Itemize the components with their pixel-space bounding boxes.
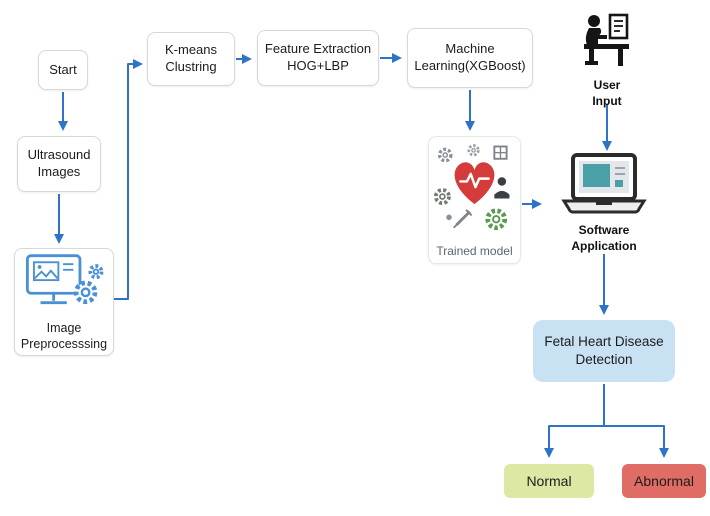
- person-icon: [494, 176, 510, 199]
- abnormal-node: Abnormal: [622, 464, 706, 498]
- trained-model-label: Trained model: [436, 243, 513, 258]
- syringe-icon: [453, 208, 473, 229]
- detection-label: Fetal Heart Disease Detection: [544, 334, 664, 367]
- monitor-gear-icon: [23, 251, 105, 318]
- edge-preproc-kmeans: [114, 59, 143, 300]
- gear-icon: [73, 280, 98, 305]
- start-node: Start: [38, 50, 88, 90]
- feature-extraction-label: Feature Extraction HOG+LBP: [264, 41, 372, 73]
- normal-node: Normal: [504, 464, 594, 498]
- normal-label: Normal: [526, 472, 572, 489]
- star-gear-icon: [446, 214, 452, 220]
- start-label: Start: [49, 61, 77, 77]
- edge-detection-abnormal: [604, 425, 669, 458]
- gear-icon: [485, 208, 508, 230]
- heart-pulse-gears-icon: [432, 141, 517, 242]
- edge-detection-normal: [544, 384, 605, 458]
- abnormal-label: Abnormal: [634, 472, 694, 489]
- software-application-label: Software Application: [571, 223, 637, 253]
- user-input-node: User Input: [576, 14, 638, 108]
- grid-icon: [493, 145, 508, 160]
- ultrasound-images-node: Ultrasound Images: [17, 136, 101, 192]
- detection-node: Fetal Heart Disease Detection: [533, 320, 675, 382]
- image-preprocessing-label: Image Preprocesssing: [20, 321, 108, 352]
- machine-learning-node: Machine Learning(XGBoost): [407, 28, 533, 88]
- software-application-node: Software Application: [548, 153, 660, 253]
- gear-icon: [467, 143, 480, 157]
- feature-extraction-node: Feature Extraction HOG+LBP: [257, 30, 379, 86]
- trained-model-node: Trained model: [428, 136, 521, 264]
- kmeans-clustering-label: K-means Clustring: [164, 42, 218, 74]
- person-at-computer-icon: [581, 12, 633, 75]
- laptop-icon: [558, 153, 650, 220]
- gear-icon: [437, 147, 453, 163]
- user-input-label: User Input: [592, 78, 622, 108]
- gear-icon: [88, 264, 104, 280]
- image-preprocessing-node: Image Preprocesssing: [14, 248, 114, 356]
- machine-learning-label: Machine Learning(XGBoost): [414, 41, 526, 73]
- ultrasound-images-label: Ultrasound Images: [27, 147, 91, 179]
- heart-pulse-icon: [454, 161, 495, 204]
- gear-icon: [433, 187, 451, 205]
- kmeans-clustering-node: K-means Clustring: [147, 32, 235, 86]
